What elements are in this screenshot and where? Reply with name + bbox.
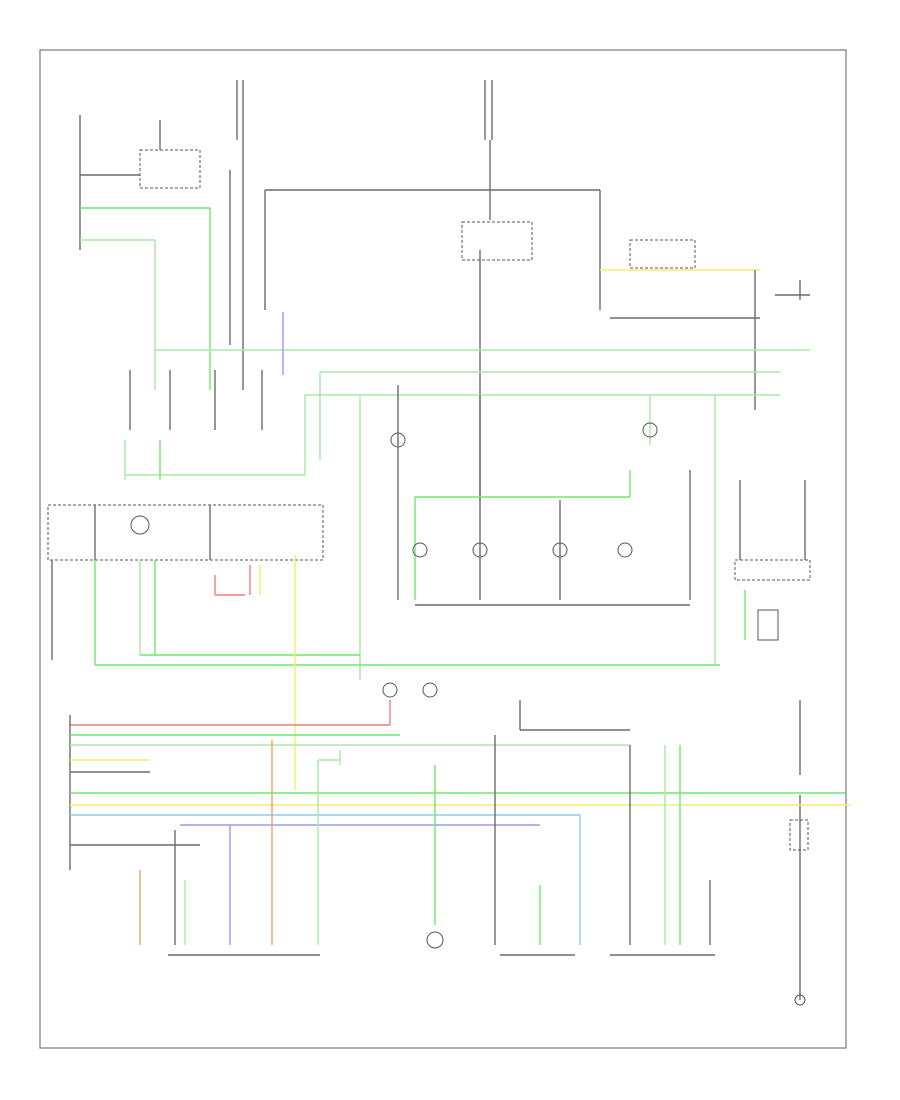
hot-fuse-box-center: [461, 80, 533, 500]
turn-relay-right: [600, 239, 810, 410]
combination-switch-top: [79, 115, 201, 250]
rear-lamp-connector-area: [70, 682, 630, 731]
stop-switch-area: [734, 480, 811, 1000]
diagram-border: [39, 49, 847, 1049]
right-rear-turn-lamp: [794, 994, 806, 1006]
front-turn-lamps: [359, 385, 691, 680]
combination-meter: [47, 504, 360, 790]
rear-connector: [69, 715, 850, 870]
hot-fuse-box-left: [229, 80, 244, 390]
hazard-switch-area: [124, 370, 305, 480]
